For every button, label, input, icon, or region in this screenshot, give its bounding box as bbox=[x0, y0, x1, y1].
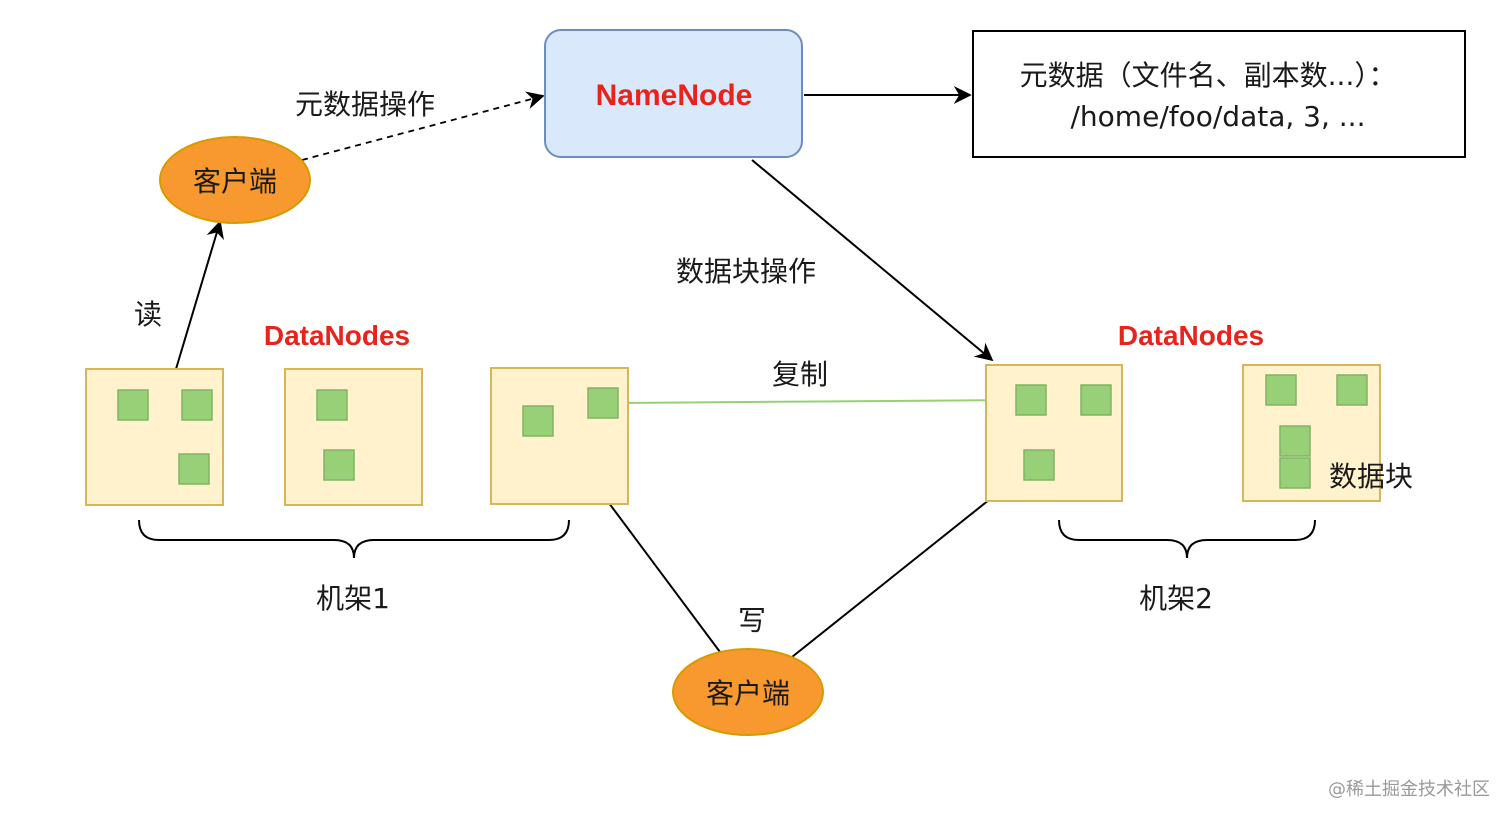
rack2-label: 机架2 bbox=[1139, 582, 1213, 615]
metadata-box bbox=[972, 30, 1466, 158]
read-label: 读 bbox=[134, 298, 162, 331]
client-top-label: 客户端 bbox=[193, 165, 277, 198]
metadata-op-label: 元数据操作 bbox=[295, 88, 435, 121]
datanodes-left-title: DataNodes bbox=[264, 320, 410, 351]
replicate-label: 复制 bbox=[772, 358, 828, 391]
data-block bbox=[178, 453, 210, 485]
block-op-arrow bbox=[751, 159, 994, 362]
metadata-op-arrow bbox=[301, 91, 545, 161]
data-block bbox=[522, 405, 554, 437]
data-block bbox=[1279, 425, 1311, 457]
metadata-line-2: /home/foo/data, 3, ... bbox=[1071, 100, 1366, 133]
namenode-box bbox=[544, 29, 803, 158]
metadata-line-1: 元数据（文件名、副本数...）： bbox=[1020, 59, 1397, 92]
rack1-brace bbox=[138, 519, 570, 559]
write-arrow-rack2 bbox=[791, 470, 1026, 658]
data-block bbox=[117, 389, 149, 421]
rack1-label: 机架1 bbox=[316, 582, 390, 615]
rack2-brace bbox=[1058, 519, 1316, 559]
client-bottom bbox=[672, 648, 824, 736]
data-block bbox=[316, 389, 348, 421]
data-block-label: 数据块 bbox=[1329, 460, 1413, 493]
data-block bbox=[1023, 449, 1055, 481]
block-op-label: 数据块操作 bbox=[676, 255, 816, 288]
data-block bbox=[181, 389, 213, 421]
datanodes-right-title: DataNodes bbox=[1118, 320, 1264, 351]
data-block bbox=[1336, 374, 1368, 406]
client-top bbox=[159, 136, 311, 224]
data-block bbox=[587, 387, 619, 419]
data-block bbox=[1279, 457, 1311, 489]
data-block bbox=[323, 449, 355, 481]
read-arrow bbox=[175, 220, 224, 370]
replication-arrow bbox=[616, 394, 1018, 409]
watermark: @稀土掘金技术社区 bbox=[1328, 779, 1490, 800]
write-label: 写 bbox=[738, 604, 766, 637]
data-block bbox=[1265, 374, 1297, 406]
datanode-2 bbox=[284, 368, 423, 506]
client-bottom-label: 客户端 bbox=[706, 677, 790, 710]
namenode-label: NameNode bbox=[596, 79, 753, 112]
data-block bbox=[1015, 384, 1047, 416]
data-block bbox=[1080, 384, 1112, 416]
